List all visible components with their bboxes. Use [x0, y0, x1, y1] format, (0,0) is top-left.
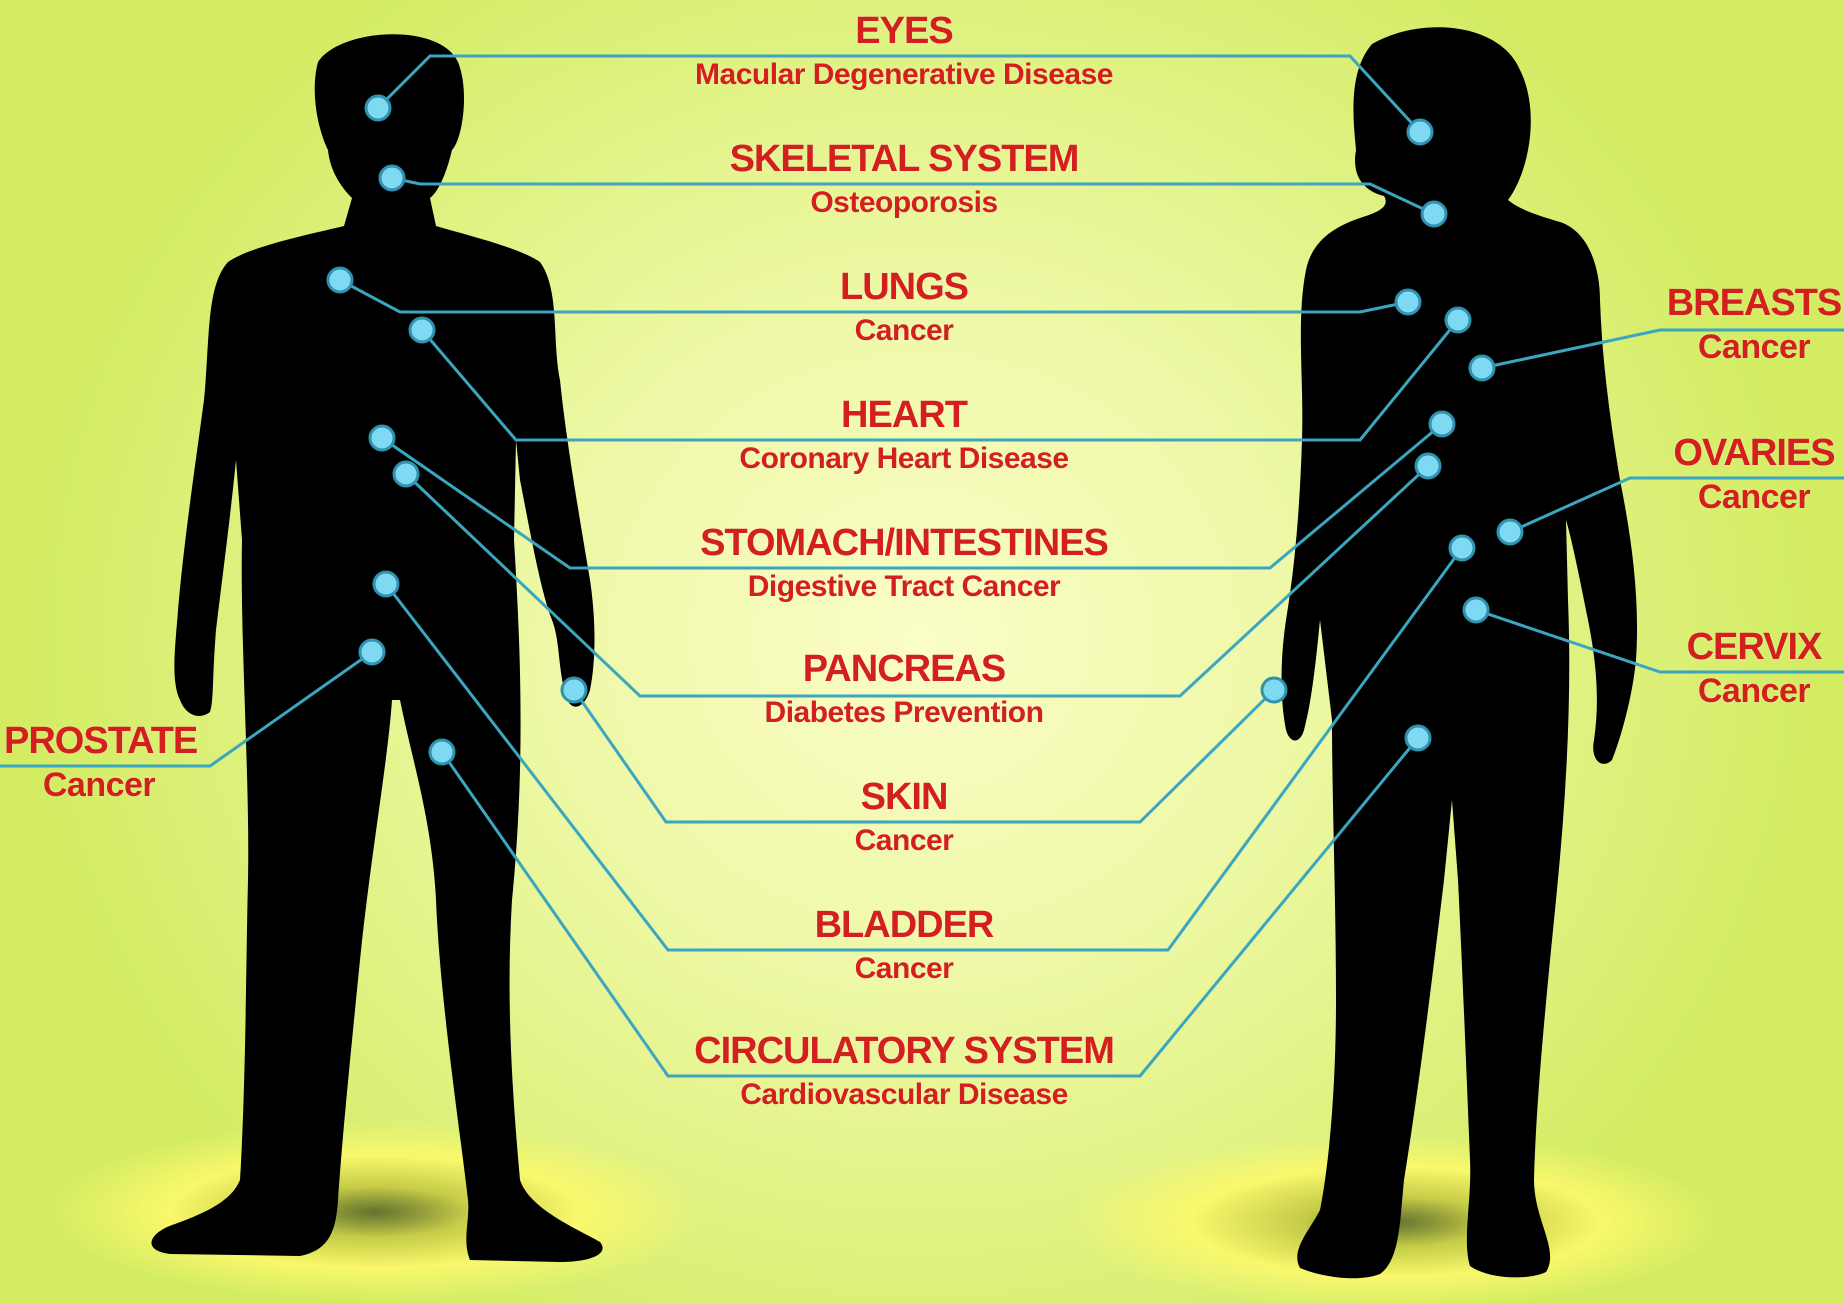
label-circulatory-title: CIRCULATORY SYSTEM: [604, 1032, 1204, 1070]
label-ovaries-title: OVARIES: [1666, 434, 1842, 472]
marker-dot-male-bladder: [374, 572, 398, 596]
marker-dot-female-skin: [1262, 678, 1286, 702]
label-pancreas-subtitle: Diabetes Prevention: [604, 698, 1204, 728]
marker-dot-female-cervix: [1464, 598, 1488, 622]
label-prostate: PROSTATE Cancer: [4, 722, 194, 802]
label-skeletal-subtitle: Osteoporosis: [604, 188, 1204, 218]
label-stomach-intestines: STOMACH/INTESTINES Digestive Tract Cance…: [604, 524, 1204, 602]
marker-dot-female-lungs: [1396, 290, 1420, 314]
label-circulatory-subtitle: Cardiovascular Disease: [604, 1080, 1204, 1110]
label-pancreas-title: PANCREAS: [604, 650, 1204, 688]
label-prostate-subtitle: Cancer: [4, 768, 194, 802]
label-lungs-title: LUNGS: [604, 268, 1204, 306]
label-stomach-subtitle: Digestive Tract Cancer: [604, 572, 1204, 602]
label-cervix: CERVIX Cancer: [1666, 628, 1842, 708]
label-lungs: LUNGS Cancer: [604, 268, 1204, 346]
label-circulatory-system: CIRCULATORY SYSTEM Cardiovascular Diseas…: [604, 1032, 1204, 1110]
marker-dot-female-breasts: [1470, 356, 1494, 380]
label-bladder-title: BLADDER: [604, 906, 1204, 944]
label-heart-title: HEART: [604, 396, 1204, 434]
marker-dot-male-skin: [562, 678, 586, 702]
label-skeletal-system: SKELETAL SYSTEM Osteoporosis: [604, 140, 1204, 218]
label-eyes-subtitle: Macular Degenerative Disease: [604, 60, 1204, 90]
label-prostate-title: PROSTATE: [4, 722, 194, 760]
label-cervix-title: CERVIX: [1666, 628, 1842, 666]
marker-dot-female-circulatory: [1406, 726, 1430, 750]
marker-dot-male-stomach: [370, 426, 394, 450]
female-silhouette: [1282, 27, 1638, 1278]
label-heart-subtitle: Coronary Heart Disease: [604, 444, 1204, 474]
marker-dot-male-eyes: [366, 96, 390, 120]
male-floor-spotlight: [45, 1122, 705, 1302]
marker-dot-male-skeletal: [380, 166, 404, 190]
label-breasts-title: BREASTS: [1666, 284, 1842, 322]
label-breasts: BREASTS Cancer: [1666, 284, 1842, 364]
marker-dot-female-stomach: [1430, 412, 1454, 436]
label-pancreas: PANCREAS Diabetes Prevention: [604, 650, 1204, 728]
marker-dot-male-heart: [410, 318, 434, 342]
label-breasts-subtitle: Cancer: [1666, 330, 1842, 364]
label-skeletal-title: SKELETAL SYSTEM: [604, 140, 1204, 178]
label-skin-subtitle: Cancer: [604, 826, 1204, 856]
marker-dot-male-pancreas: [394, 462, 418, 486]
label-cervix-subtitle: Cancer: [1666, 674, 1842, 708]
marker-dot-female-pancreas: [1416, 454, 1440, 478]
label-eyes: EYES Macular Degenerative Disease: [604, 12, 1204, 90]
label-eyes-title: EYES: [604, 12, 1204, 50]
label-skin: SKIN Cancer: [604, 778, 1204, 856]
label-skin-title: SKIN: [604, 778, 1204, 816]
label-lungs-subtitle: Cancer: [604, 316, 1204, 346]
label-ovaries: OVARIES Cancer: [1666, 434, 1842, 514]
marker-dot-male-lungs: [328, 268, 352, 292]
label-stomach-title: STOMACH/INTESTINES: [604, 524, 1204, 562]
marker-dot-female-eyes: [1408, 120, 1432, 144]
marker-dot-female-ovaries: [1498, 520, 1522, 544]
marker-dot-female-heart: [1446, 308, 1470, 332]
marker-dot-male-circulatory: [430, 740, 454, 764]
label-bladder: BLADDER Cancer: [604, 906, 1204, 984]
label-bladder-subtitle: Cancer: [604, 954, 1204, 984]
marker-dot-male-prostate: [360, 640, 384, 664]
marker-dot-female-skeletal: [1422, 202, 1446, 226]
label-ovaries-subtitle: Cancer: [1666, 480, 1842, 514]
label-heart: HEART Coronary Heart Disease: [604, 396, 1204, 474]
marker-dot-female-bladder: [1450, 536, 1474, 560]
